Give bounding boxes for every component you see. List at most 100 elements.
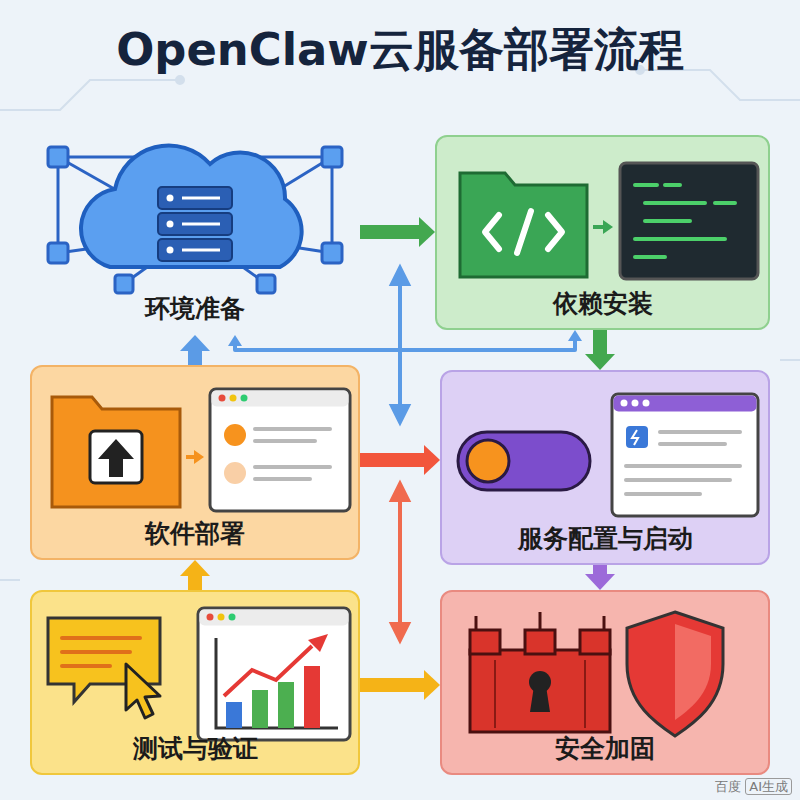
illustration-part — [525, 630, 555, 654]
illustration-part — [182, 198, 220, 250]
illustration-part — [331, 157, 334, 253]
process-panel: 服务配置与启动 — [440, 370, 770, 565]
arrow-head — [228, 335, 242, 346]
watermark-text: AI生成 — [745, 778, 792, 795]
illustration-part — [182, 249, 220, 252]
illustration-part — [322, 147, 342, 167]
arrow-shaft — [360, 678, 425, 692]
illustration-part — [470, 630, 610, 732]
illustration-part — [126, 664, 160, 718]
illustration-part — [485, 211, 562, 253]
illustration-part — [548, 215, 562, 249]
illustration-part — [98, 439, 134, 477]
illustration-part — [226, 702, 242, 728]
flow-arrow — [360, 217, 435, 247]
illustration-part — [255, 427, 330, 431]
process-panel: 测试与验证 — [30, 590, 360, 775]
illustration-part — [198, 608, 350, 740]
illustration-part — [398, 498, 402, 626]
flow-arrow — [585, 565, 615, 590]
illustration-part — [460, 173, 587, 277]
illustration-part — [485, 215, 499, 249]
process-panel: 环境准备 — [30, 135, 360, 335]
illustration-part — [62, 636, 140, 640]
illustration-part — [219, 395, 226, 402]
illustration-part — [167, 221, 174, 228]
illustration-part — [495, 660, 585, 728]
illustration-part — [398, 282, 402, 408]
illustration-part — [304, 666, 320, 728]
arrow-head — [585, 354, 615, 370]
illustration-part — [392, 484, 408, 500]
illustration-part — [626, 492, 700, 496]
illustration-part — [224, 462, 246, 484]
illustration-part — [675, 624, 711, 720]
arrow-shaft — [593, 330, 607, 355]
process-panel: 软件部署 — [30, 365, 360, 560]
illustration-part — [62, 664, 110, 668]
illustration-part — [539, 612, 542, 630]
illustration-part — [257, 275, 275, 293]
flow-arrow — [360, 445, 440, 475]
step-label: 软件部署 — [40, 517, 350, 550]
illustration-part — [517, 211, 531, 253]
illustration-part — [584, 660, 586, 728]
illustration-part — [167, 195, 174, 254]
illustration-part — [176, 76, 184, 84]
illustration-part — [90, 431, 142, 483]
illustration-part — [635, 185, 735, 257]
illustration-part — [52, 397, 180, 507]
arrow-head — [419, 217, 435, 247]
flow-arrow — [180, 560, 210, 590]
illustration-part — [115, 275, 133, 293]
illustration-part — [81, 145, 302, 267]
arrow-head — [568, 330, 582, 341]
illustration-part — [252, 690, 268, 728]
arrow-head — [180, 335, 210, 351]
process-panel: 安全加固 — [440, 590, 770, 775]
illustration-part — [626, 478, 730, 482]
illustration-part — [182, 197, 220, 200]
arrow-shaft — [360, 225, 420, 239]
illustration-part — [632, 430, 638, 445]
illustration-part — [207, 614, 214, 621]
illustration-part — [780, 359, 800, 361]
illustration-part — [0, 579, 20, 581]
step-label: 服务配置与启动 — [450, 522, 760, 555]
illustration-part — [614, 396, 757, 412]
arrow-head — [424, 670, 440, 700]
illustration-part — [467, 440, 509, 482]
flow-arrow — [360, 670, 440, 700]
watermark-text: 百度 — [715, 779, 741, 794]
illustration-part — [470, 630, 500, 654]
illustration-part — [392, 624, 408, 640]
illustration-part — [194, 450, 204, 464]
step-label: 环境准备 — [40, 292, 350, 325]
arrow-shaft — [235, 340, 575, 350]
illustration-part — [660, 430, 740, 434]
illustration-part — [200, 610, 349, 626]
illustration-part — [580, 630, 610, 654]
arrow-head — [424, 445, 440, 475]
illustration-part — [475, 616, 478, 630]
illustration-part — [62, 638, 140, 666]
illustration-part — [392, 268, 408, 284]
arrow-shaft — [188, 350, 202, 365]
illustration-part — [530, 686, 550, 712]
diagram-title: OpenClaw云服备部署流程 — [0, 20, 800, 80]
illustration-part — [476, 612, 604, 630]
illustration-part — [626, 426, 648, 448]
illustration-part — [57, 157, 60, 253]
illustration-part — [224, 424, 246, 446]
illustration-part — [635, 183, 657, 187]
process-panel: 依赖安装 — [435, 135, 770, 330]
illustration-part — [715, 201, 735, 205]
illustration-part — [470, 650, 610, 732]
illustration-part — [612, 394, 758, 516]
illustration-part — [255, 465, 330, 469]
flow-arrow — [180, 335, 210, 365]
illustration-part — [632, 400, 639, 407]
arrow-shaft — [593, 565, 607, 575]
arrow-head — [180, 560, 210, 576]
illustration-part — [308, 634, 328, 652]
